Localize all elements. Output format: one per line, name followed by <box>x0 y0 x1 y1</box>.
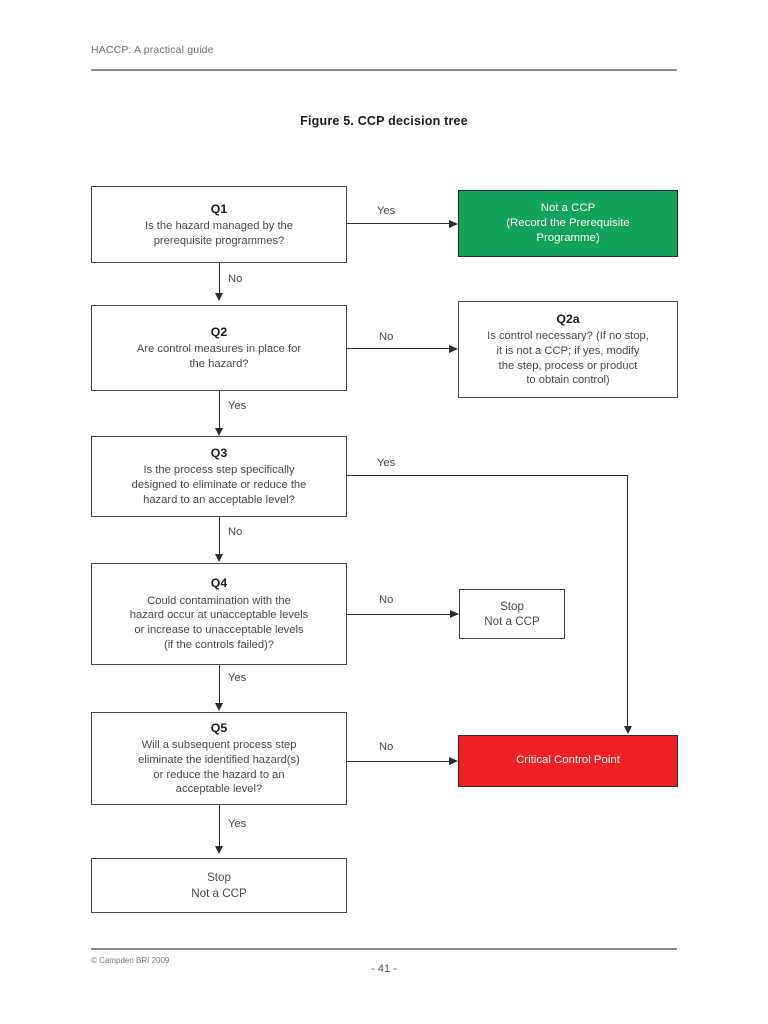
node-q3-text: Is the process step specifically designe… <box>131 464 307 506</box>
edge-q4-yes-arrow <box>214 703 223 711</box>
node-q4-label: Q4 <box>210 576 228 591</box>
node-q2-text: Are control measures in place for the ha… <box>136 343 302 371</box>
node-q1-text: Is the hazard managed by the prerequisit… <box>144 219 294 247</box>
edge-q4-no-line <box>347 613 452 615</box>
node-q2a-label: Q2a <box>556 311 580 326</box>
node-stop-not-a-ccp-final-text: Stop Not a CCP <box>191 871 247 900</box>
edge-q2-yes-arrow <box>214 428 223 436</box>
node-stop-not-a-ccp-q4-text: Stop Not a CCP <box>484 599 540 628</box>
edge-q3-yes-line-vertical <box>627 474 629 728</box>
edge-label-q2-yes: Yes <box>228 400 247 412</box>
node-q2-label: Q2 <box>210 325 228 340</box>
node-critical-control-point: Critical Control Point <box>458 735 678 787</box>
edge-label-q1-no: No <box>228 273 243 285</box>
node-q1: Q1 Is the hazard managed by the prerequi… <box>91 186 347 263</box>
node-q3: Q3 Is the process step specifically desi… <box>91 436 347 517</box>
node-q2a-text: Is control necessary? (If no stop, it is… <box>487 330 649 387</box>
node-q5: Q5 Will a subsequent process step elimin… <box>91 712 347 805</box>
footer-page-number: - 41 - <box>371 963 397 975</box>
edge-q3-no-line <box>218 517 220 556</box>
figure-title: Figure 5. CCP decision tree <box>300 114 468 128</box>
edge-q1-no-arrow <box>214 293 223 301</box>
edge-label-q1-yes: Yes <box>377 205 396 217</box>
node-q4-text: Could contamination with the hazard occu… <box>129 594 309 651</box>
node-not-a-ccp-prerequisite-text: Not a CCP (Record the Prerequisite Progr… <box>506 201 630 245</box>
edge-label-q5-no: No <box>379 741 394 753</box>
edge-label-q2-no: No <box>379 331 394 343</box>
edge-q2-yes-line <box>218 391 220 430</box>
edge-q5-no-line <box>347 760 451 762</box>
footer-copyright: © Campden BRI 2009 <box>91 956 170 965</box>
edge-label-q3-no: No <box>228 526 243 538</box>
edge-q1-yes-arrow <box>449 219 458 228</box>
edge-q1-no-line <box>218 263 220 294</box>
edge-label-q3-yes: Yes <box>377 457 396 469</box>
edge-q2-no-line <box>347 348 451 350</box>
edge-q4-no-arrow <box>450 610 459 618</box>
header-divider <box>91 69 677 71</box>
edge-q2-no-arrow <box>449 344 458 353</box>
edge-q1-yes-line <box>347 223 451 225</box>
edge-q5-yes-arrow <box>214 846 223 854</box>
edge-q3-yes-line-horizontal <box>347 474 628 476</box>
page-header-text: HACCP: A practical guide <box>91 44 214 56</box>
node-critical-control-point-text: Critical Control Point <box>516 754 620 767</box>
node-q3-label: Q3 <box>210 446 228 461</box>
edge-q3-no-arrow <box>214 554 223 562</box>
node-stop-not-a-ccp-final: Stop Not a CCP <box>91 858 347 913</box>
edge-q5-yes-line <box>218 805 220 848</box>
footer-divider <box>91 948 677 950</box>
node-not-a-ccp-prerequisite: Not a CCP (Record the Prerequisite Progr… <box>458 190 678 257</box>
edge-q3-yes-arrow <box>623 726 632 734</box>
edge-q5-no-arrow <box>449 757 458 765</box>
node-q5-text: Will a subsequent process step eliminate… <box>138 739 300 796</box>
node-q2a: Q2a Is control necessary? (If no stop, i… <box>458 301 678 398</box>
node-q4: Q4 Could contamination with the hazard o… <box>91 563 347 665</box>
node-q2: Q2 Are control measures in place for the… <box>91 305 347 391</box>
edge-label-q4-yes: Yes <box>228 672 247 684</box>
edge-label-q5-yes: Yes <box>228 818 247 830</box>
node-stop-not-a-ccp-q4: Stop Not a CCP <box>459 589 565 639</box>
node-q5-label: Q5 <box>210 720 228 735</box>
edge-label-q4-no: No <box>379 594 394 606</box>
node-q1-label: Q1 <box>210 201 228 216</box>
edge-q4-yes-line <box>218 665 220 705</box>
